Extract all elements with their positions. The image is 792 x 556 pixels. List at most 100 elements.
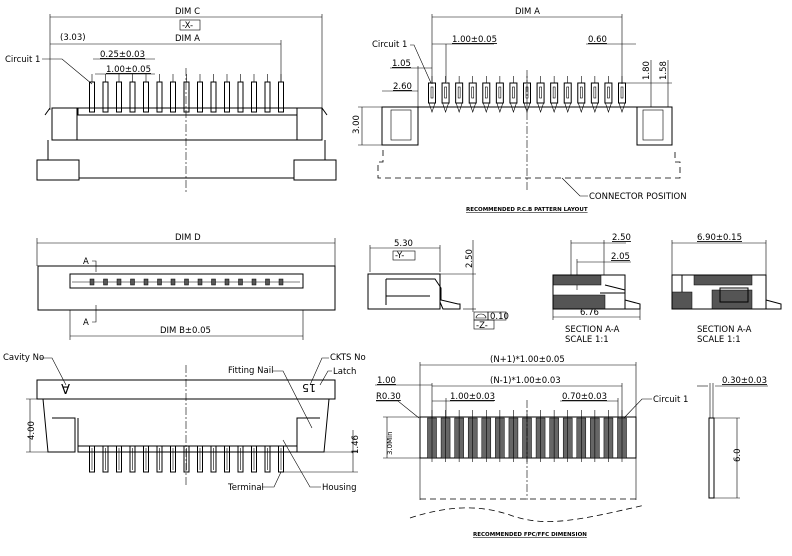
bottom-pins — [89, 445, 284, 473]
pcb-pad — [618, 82, 626, 104]
pad-tip — [510, 102, 517, 113]
terminal-contact — [170, 278, 176, 286]
datum-x: -X- — [182, 21, 193, 31]
section-a-a-2: 6.90±0.15 SECTION A-A SCALE 1:1 — [671, 233, 782, 345]
d180-label: 1.80 — [642, 61, 652, 80]
d158-label: 1.58 — [659, 61, 669, 80]
pad-inner — [512, 86, 515, 99]
top-view: DIM D A A DIM B±0.05 — [36, 233, 336, 340]
ffc-caption: RECOMMENDED FPC/FFC DIMENSION — [473, 532, 587, 538]
pcb-pad — [509, 82, 518, 104]
pcb-pad — [482, 82, 491, 104]
flatness-label: 0.10 — [490, 312, 509, 322]
section-title: SECTION A-A — [697, 325, 752, 335]
pad-tip — [564, 102, 571, 113]
pitch-label: 1.00±0.05 — [452, 35, 497, 45]
pad-tip — [591, 102, 599, 113]
d205-label: 2.05 — [611, 252, 630, 262]
radius-label: R0.30 — [376, 392, 401, 402]
length-label: 6.0 — [733, 448, 743, 462]
offset-label: (3.03) — [60, 33, 86, 43]
pitch-label: 1.00±0.05 — [106, 65, 151, 75]
thickness-label: 0.30±0.03 — [722, 376, 767, 386]
terminal-pin — [143, 445, 149, 473]
terminal-pin — [129, 445, 136, 473]
pad-inner — [552, 86, 556, 99]
terminal-contact — [103, 278, 108, 286]
ckts-no-label: CKTS No — [330, 353, 366, 363]
terminal-pin — [251, 445, 257, 473]
pcb-pad — [428, 82, 436, 104]
pcb-pattern-layout: DIM A Circuit 1 1.00±0.05 0.60 1.05 2.60… — [352, 7, 687, 213]
terminal-contact — [157, 278, 162, 286]
pitch-label: 1.00±0.03 — [450, 392, 495, 402]
pad-inner — [579, 86, 583, 99]
pad-tip — [483, 102, 490, 113]
d530-label: 5.30 — [394, 239, 413, 249]
pcb-pad — [577, 82, 586, 104]
section-a-a-1: 2.50 2.05 6.76 SECTION A-A SCALE 1:1 — [552, 233, 641, 345]
section-scale: SCALE 1:1 — [565, 335, 609, 345]
pad-tip — [442, 102, 449, 113]
pad-inner — [620, 86, 624, 99]
d676-label: 6.76 — [580, 308, 599, 318]
pad-inner — [593, 86, 597, 99]
pad-inner — [484, 86, 488, 99]
terminal-pin — [156, 445, 163, 473]
d400-label: 4.00 — [27, 421, 37, 440]
edge-label: 1.00 — [377, 376, 396, 386]
pad-inner — [498, 86, 502, 99]
cavity-mark: A — [61, 380, 70, 395]
pad-tip — [428, 102, 436, 113]
pcb-pad — [495, 82, 504, 104]
terminal-pin — [264, 445, 271, 473]
terminal-pin — [170, 445, 176, 473]
d690-label: 6.90±0.15 — [697, 233, 742, 243]
pad-inner — [539, 86, 542, 99]
pcb-pad — [550, 82, 559, 104]
terminal-contact — [184, 278, 189, 286]
terminal-contact — [89, 278, 95, 286]
pad-inner — [457, 86, 461, 99]
d260-label: 2.60 — [393, 82, 412, 92]
pad-inner — [566, 86, 570, 99]
pad-tip — [455, 102, 463, 113]
terminal-pin — [210, 445, 217, 473]
flatness-icon — [475, 313, 487, 319]
d105-label: 1.05 — [392, 59, 411, 69]
pcb-pads — [428, 76, 626, 113]
front-view: DIM C -X- (3.03) DIM A Circuit 1 0.25±0.… — [5, 7, 337, 192]
dim-d-label: DIM D — [175, 233, 201, 243]
pad-width-label: 0.60 — [588, 35, 607, 45]
pad-inner — [430, 86, 434, 99]
pcb-pad — [468, 82, 477, 104]
terminal-contact — [130, 278, 135, 286]
side-view: 5.30 -Y- 2.50 0.10 -Z- — [367, 239, 509, 331]
section-title: SECTION A-A — [565, 325, 620, 335]
dim-b-label: DIM B±0.05 — [160, 326, 211, 336]
datum-y: -Y- — [395, 251, 404, 261]
pad-tip — [578, 102, 585, 113]
pad-inner — [471, 86, 475, 99]
terminal-contact — [278, 278, 284, 286]
pcb-pad — [455, 82, 464, 104]
pad-tip — [605, 102, 612, 113]
pad-tip — [550, 102, 558, 113]
terminal-pin — [237, 445, 244, 473]
terminal-contact — [251, 278, 257, 286]
circuit1-label: Circuit 1 — [653, 395, 688, 405]
terminal-contact — [143, 278, 149, 286]
pad-tip — [537, 102, 544, 113]
housing-label: Housing — [322, 483, 357, 493]
terminal-pin — [224, 445, 230, 473]
pcb-pad — [604, 82, 613, 104]
ffc-contacts — [427, 410, 627, 462]
latch-label: Latch — [333, 367, 356, 377]
ffc-dimension: (N+1)*1.00±0.05 (N-1)*1.00±0.03 1.00 R0.… — [375, 355, 768, 538]
pad-tip — [469, 102, 476, 113]
connector-position-label: CONNECTOR POSITION — [589, 192, 687, 202]
section-mark-bottom: A — [83, 318, 89, 328]
dim-a-label: DIM A — [515, 7, 540, 17]
pcb-pad — [441, 82, 450, 104]
